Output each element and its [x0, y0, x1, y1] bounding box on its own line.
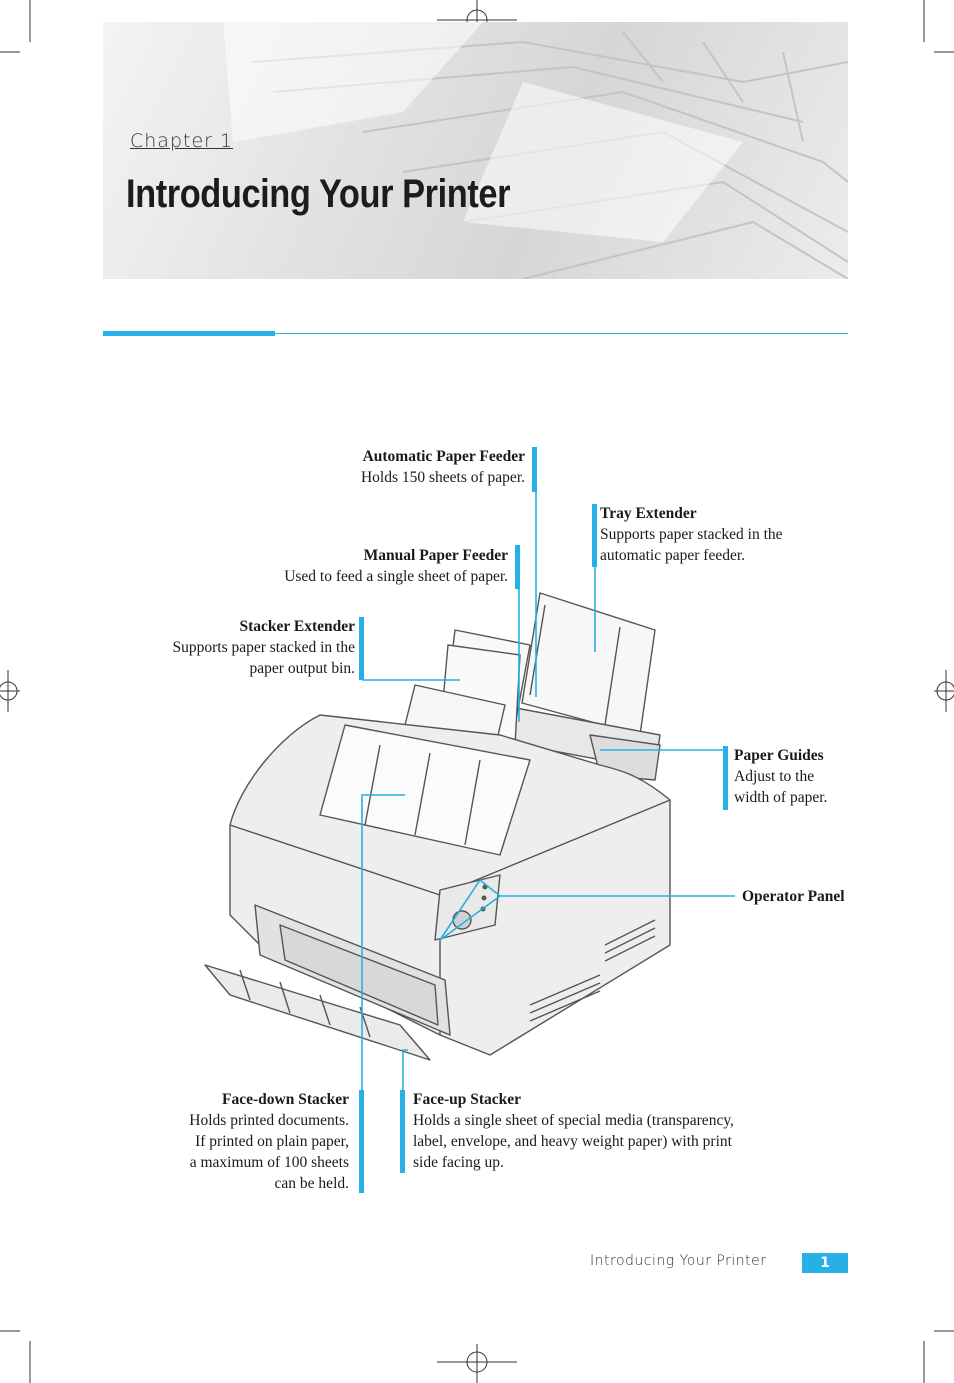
- callout-manual-paper-feeder: Manual Paper Feeder Used to feed a singl…: [284, 545, 508, 587]
- callout-desc: Holds printed documents.: [189, 1112, 349, 1129]
- callout-desc: Holds a single sheet of special media (t…: [413, 1112, 734, 1129]
- callout-desc: width of paper.: [734, 789, 828, 806]
- callout-desc: side facing up.: [413, 1154, 504, 1171]
- callout-desc: Used to feed a single sheet of paper.: [284, 568, 508, 585]
- banner-printer-illustration: [223, 22, 848, 279]
- callout-automatic-paper-feeder: Automatic Paper Feeder Holds 150 sheets …: [361, 446, 525, 488]
- callout-tray-extender: Tray Extender Supports paper stacked in …: [600, 503, 783, 566]
- callout-desc: Adjust to the: [734, 768, 815, 785]
- callout-name: Paper Guides: [734, 747, 824, 764]
- callout-bar-stacker-extender: [359, 617, 364, 680]
- chapter-banner: [103, 22, 848, 279]
- callout-desc: automatic paper feeder.: [600, 547, 746, 564]
- callout-desc: paper output bin.: [249, 660, 355, 677]
- footer-running-title: Introducing Your Printer: [590, 1253, 767, 1269]
- callout-bar-face-down-stacker: [359, 1090, 364, 1193]
- callout-name: Tray Extender: [600, 505, 697, 522]
- printer-illustration: [204, 592, 671, 1061]
- section-rule-accent: [103, 331, 275, 336]
- callout-desc: Supports paper stacked in the: [172, 639, 355, 656]
- callout-name: Operator Panel: [742, 888, 845, 905]
- callout-desc: Supports paper stacked in the: [600, 526, 783, 543]
- callout-operator-panel: Operator Panel: [742, 886, 845, 907]
- callout-bar-tray-extender: [592, 504, 597, 567]
- callout-name: Face-up Stacker: [413, 1091, 522, 1108]
- callout-bar-face-up-stacker: [400, 1090, 405, 1173]
- callout-name: Manual Paper Feeder: [363, 547, 508, 564]
- callout-desc: Holds 150 sheets of paper.: [360, 469, 525, 486]
- callout-desc: label, envelope, and heavy weight paper)…: [413, 1133, 732, 1150]
- callout-desc: can be held.: [274, 1175, 349, 1192]
- section-rule: [275, 333, 848, 334]
- callout-face-up-stacker: Face-up Stacker Holds a single sheet of …: [413, 1089, 734, 1173]
- callout-desc: If printed on plain paper,: [195, 1133, 349, 1150]
- callout-face-down-stacker: Face-down Stacker Holds printed document…: [189, 1089, 349, 1194]
- chapter-title: Introducing Your Printer: [126, 172, 511, 216]
- callout-paper-guides: Paper Guides Adjust to the width of pape…: [734, 745, 827, 808]
- chapter-label: Chapter 1: [130, 130, 234, 152]
- callout-stacker-extender: Stacker Extender Supports paper stacked …: [172, 616, 355, 679]
- callout-bar-manual-paper-feeder: [515, 545, 520, 589]
- callout-bar-paper-guides: [723, 746, 728, 810]
- callout-name: Stacker Extender: [239, 618, 355, 635]
- callout-desc: a maximum of 100 sheets: [189, 1154, 349, 1171]
- page-number: 1: [802, 1253, 848, 1273]
- callout-name: Automatic Paper Feeder: [362, 448, 525, 465]
- callout-name: Face-down Stacker: [222, 1091, 349, 1108]
- callout-bar-automatic-paper-feeder: [532, 447, 537, 492]
